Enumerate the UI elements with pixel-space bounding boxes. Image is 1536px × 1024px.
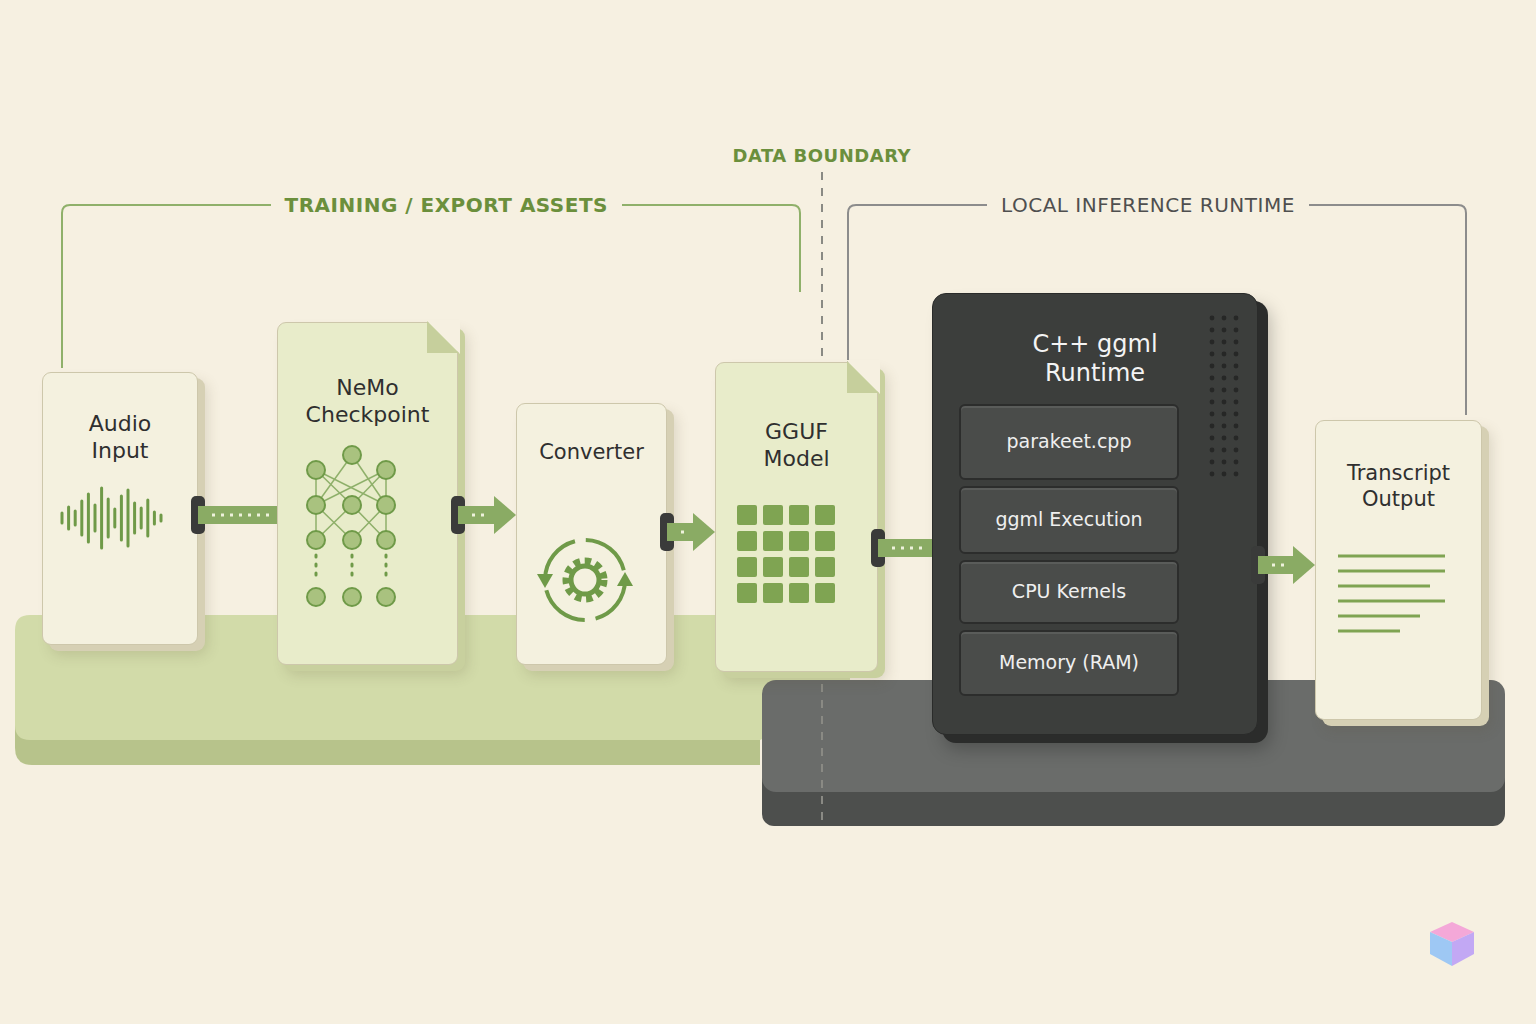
- node-text: Converter: [522, 440, 662, 466]
- connector-dots: [1272, 564, 1287, 567]
- node-text: CPU Kernels: [1012, 580, 1126, 603]
- process-box: Converter: [516, 403, 667, 665]
- node-text: Memory (RAM): [999, 651, 1139, 674]
- process-box: Transcript Output: [1315, 420, 1482, 720]
- connector-bar: [198, 506, 277, 524]
- connector-bar: [667, 523, 693, 541]
- runtime-layer: ggml Execution: [959, 486, 1179, 554]
- process-box: Audio Input: [42, 372, 198, 645]
- platform-edge: [762, 760, 1505, 826]
- connector-bar: [458, 506, 494, 524]
- platform-edge: [15, 725, 760, 765]
- arrow-head: [1293, 546, 1315, 584]
- node-text: GGUF Model: [752, 419, 842, 473]
- flow-connector: [451, 496, 516, 534]
- connector-dots: [681, 531, 687, 534]
- node-text: Transcript Output: [1334, 461, 1464, 512]
- connector-bar: [1258, 556, 1293, 574]
- watermark-cube: [1430, 922, 1474, 966]
- connector-dots: [472, 514, 488, 517]
- runtime-layer: Memory (RAM): [959, 630, 1179, 696]
- flow-connector: [1251, 546, 1315, 584]
- node-text: NeMo Checkpoint: [298, 375, 438, 429]
- arrow-head: [693, 513, 715, 551]
- connector-dots: [892, 547, 926, 550]
- cube-face: [1430, 922, 1474, 942]
- cube-face: [1452, 932, 1474, 966]
- flow-connector: [660, 513, 715, 551]
- flow-connector: [871, 529, 932, 567]
- flow-connector: [191, 496, 277, 534]
- node-text: C++ ggml Runtime: [995, 330, 1195, 389]
- runtime-box: C++ ggml Runtime parakeet.cpp ggml Executi…: [932, 293, 1258, 735]
- node-text: parakeet.cpp: [1007, 430, 1132, 453]
- runtime-layer: CPU Kernels: [959, 560, 1179, 624]
- connector-dots: [212, 514, 271, 517]
- connector-bar: [878, 539, 932, 557]
- process-box: GGUF Model: [715, 362, 878, 672]
- boundary-label: DATA BOUNDARY: [719, 145, 926, 166]
- cube-face: [1430, 932, 1452, 966]
- node-text: Audio Input: [70, 411, 170, 465]
- group-label: LOCAL INFERENCE RUNTIME: [987, 193, 1309, 217]
- node-text: ggml Execution: [995, 508, 1142, 531]
- runtime-layer: parakeet.cpp: [959, 404, 1179, 480]
- arrow-head: [494, 496, 516, 534]
- group-label: TRAINING / EXPORT ASSETS: [271, 193, 622, 217]
- process-box: NeMo Checkpoint: [277, 322, 458, 665]
